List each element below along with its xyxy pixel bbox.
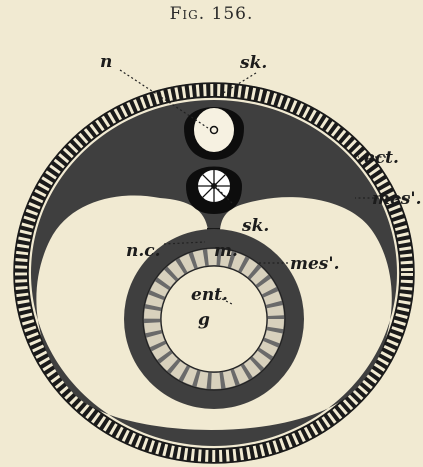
label-sk-top: sk. — [239, 53, 267, 73]
label-m: m. — [214, 241, 238, 261]
label-g: g — [198, 310, 210, 330]
label-ent: ent. — [191, 285, 228, 305]
notochord — [186, 167, 242, 215]
label-sk-mid: sk. — [241, 216, 269, 236]
label-ect: ect. — [364, 148, 399, 168]
label-mes-inner: mes'. — [290, 254, 340, 274]
label-mes-outer: mes'. — [372, 189, 422, 209]
label-n: n — [100, 52, 112, 72]
entoderm-ring — [143, 248, 285, 390]
neural-tube — [184, 107, 244, 160]
label-nc: n.c. — [126, 241, 161, 261]
